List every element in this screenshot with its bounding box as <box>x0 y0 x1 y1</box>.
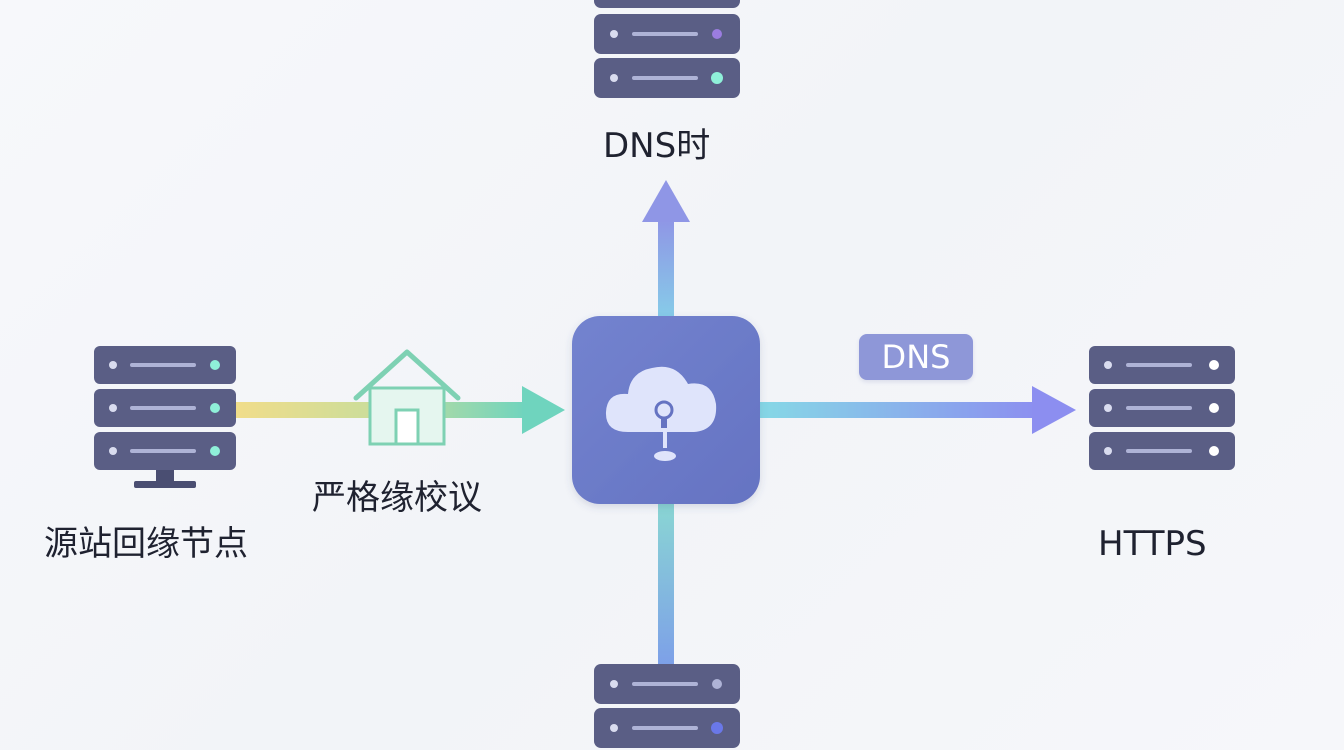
left-server-label: 源站回缘节点 <box>44 524 248 564</box>
arrow-hub-to-right <box>760 386 1076 434</box>
server-left <box>94 346 236 488</box>
dns-badge: DNS <box>859 334 973 380</box>
cloud-lightbulb-icon <box>605 366 717 461</box>
right-server-label: HTTPS <box>1098 524 1207 564</box>
server-top <box>594 0 740 98</box>
left-arrow-label: 严格缘校议 <box>312 478 482 518</box>
server-right <box>1089 346 1235 470</box>
arrow-up <box>642 180 690 320</box>
server-bottom <box>594 664 740 748</box>
house-icon <box>353 349 461 446</box>
top-server-label: DNS时 <box>603 126 711 166</box>
arrow-down <box>658 500 674 665</box>
